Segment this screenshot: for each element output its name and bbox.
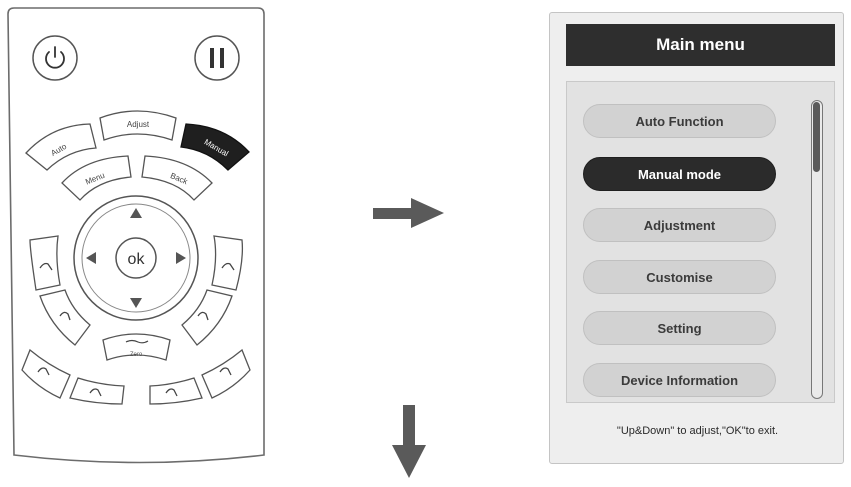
right-arrow-icon[interactable]	[176, 252, 186, 264]
menu-item-customise[interactable]: Customise	[583, 260, 776, 294]
up-arrow-icon[interactable]	[130, 208, 142, 218]
scrollbar-thumb[interactable]	[813, 102, 820, 172]
pause-button[interactable]	[194, 35, 240, 81]
leg-rest-up-icon	[221, 262, 235, 271]
power-button[interactable]	[32, 35, 78, 81]
leg-up-button[interactable]	[211, 235, 244, 291]
adjust-button[interactable]: Adjust	[99, 110, 177, 141]
power-icon	[45, 46, 65, 69]
menu-item-setting[interactable]: Setting	[583, 311, 776, 345]
scrollbar[interactable]	[811, 100, 823, 399]
hint-text: "Up&Down" to adjust,"OK"to exit.	[616, 425, 779, 437]
auto-button[interactable]: Auto	[25, 123, 97, 171]
menu-item-device-information[interactable]: Device Information	[583, 363, 776, 397]
manual-button[interactable]: Manual	[180, 123, 250, 171]
main-menu-panel: Main menu Auto Function Manual mode Adju…	[549, 12, 844, 464]
pause-icon	[210, 48, 224, 68]
seat-icon	[37, 367, 50, 376]
seat-icon	[165, 388, 178, 397]
menu-button[interactable]: Menu	[61, 155, 132, 201]
zero-label: Zero	[130, 352, 143, 358]
adjust-label: Adjust	[127, 120, 150, 129]
seat-upright-icon	[59, 311, 71, 321]
ok-label: ok	[128, 251, 146, 268]
menu-item-adjustment[interactable]: Adjustment	[583, 208, 776, 242]
leg-down-button[interactable]	[181, 289, 233, 346]
down-flow-arrow-icon	[392, 405, 426, 478]
ok-button[interactable]: ok	[115, 237, 157, 279]
down-arrow-icon[interactable]	[130, 298, 142, 308]
recline-forward-button[interactable]	[39, 289, 91, 346]
bottom-left-button-1[interactable]	[21, 348, 71, 399]
recline-back-button[interactable]	[29, 235, 61, 291]
menu-item-auto-function[interactable]: Auto Function	[583, 104, 776, 138]
seat-recline-icon	[39, 262, 53, 271]
menu-item-manual-mode[interactable]: Manual mode	[583, 157, 776, 191]
panel-title: Main menu	[566, 24, 835, 66]
leg-rest-down-icon	[197, 311, 209, 321]
left-arrow-icon[interactable]	[86, 252, 96, 264]
bottom-left-button-2[interactable]	[69, 377, 125, 405]
back-button[interactable]: Back	[141, 155, 213, 201]
right-flow-arrow-icon	[373, 198, 444, 228]
bottom-right-button-1[interactable]	[149, 377, 203, 405]
zero-gravity-icon	[125, 339, 149, 344]
seat-icon	[219, 367, 232, 376]
menu-list: Auto Function Manual mode Adjustment Cus…	[566, 81, 835, 403]
zero-gravity-button[interactable]: Zero	[102, 333, 171, 361]
bottom-right-button-2[interactable]	[201, 348, 251, 399]
seat-icon	[89, 388, 102, 397]
